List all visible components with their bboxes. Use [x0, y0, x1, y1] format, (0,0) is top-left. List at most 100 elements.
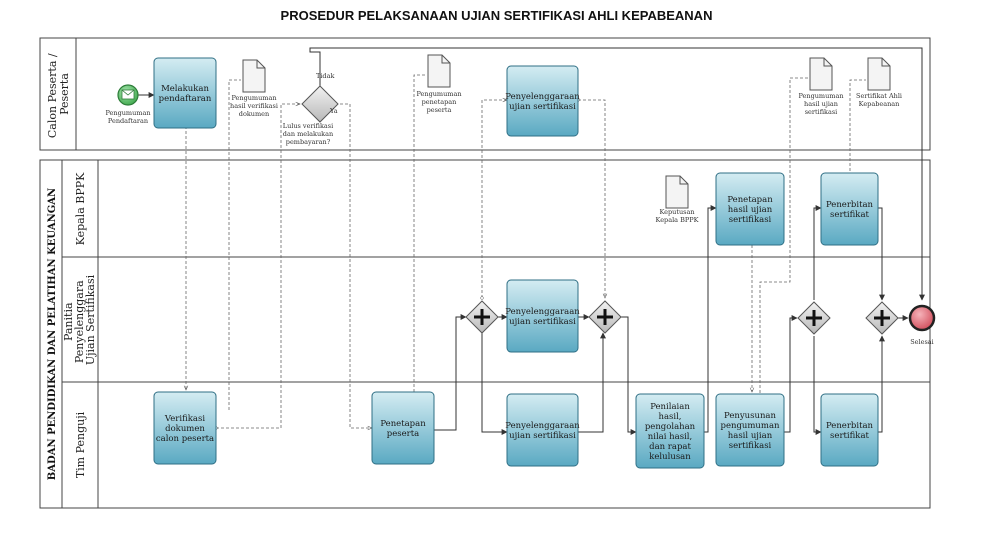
- document-icon: [242, 59, 266, 93]
- lane-label-penguji: Tim Penguji: [74, 411, 87, 478]
- task-label-line: Penetapan: [727, 195, 773, 205]
- task-box: [820, 172, 879, 246]
- parallel-gateway-join-2: [865, 301, 899, 335]
- task-box: [371, 391, 435, 465]
- document-label-line: Sertifikat Ahli: [856, 92, 902, 100]
- document-icon: [867, 57, 891, 91]
- gateway-question-1: Lulus verifikasi: [283, 122, 333, 130]
- task-label-line: Penyusunan: [724, 411, 776, 421]
- start-label-1: Pengumuman: [105, 109, 150, 117]
- msg-penerbitan-doc: [849, 79, 866, 196]
- task-label-line: Penilaian: [650, 402, 690, 412]
- svg-text:Calon Peserta / Peserta: Calon Peserta / Peserta: [46, 50, 71, 138]
- task-box: [506, 393, 579, 467]
- lane-label-panitia-3: Ujian Sertifikasi: [84, 274, 97, 365]
- gateway-lulus: Tidak Ya Lulus verifikasi dan melakukan …: [283, 72, 339, 146]
- end-event-selesai: Selesai: [908, 304, 936, 346]
- task-label-line: dokumen: [165, 424, 205, 434]
- gateway-no-label: Tidak: [316, 72, 334, 80]
- lane-label-panitia-2: Penyelenggara: [73, 280, 86, 363]
- document-icon: [809, 57, 833, 91]
- plus-icon: [597, 309, 613, 325]
- start-label-2: Pendaftaran: [108, 117, 148, 125]
- flow-tidak-selesai: [309, 47, 925, 301]
- gateway-question-2: dan melakukan: [283, 130, 333, 138]
- message-flows: [186, 74, 866, 428]
- end-label: Selesai: [910, 338, 934, 346]
- parallel-gateway-join: [588, 300, 622, 334]
- task-label-line: Penyelenggaraan: [505, 92, 580, 102]
- task-box: [506, 65, 579, 137]
- document-label-line: sertifikasi: [805, 108, 838, 116]
- parallel-gateway-split-2: [797, 301, 831, 335]
- sequence-flows: [138, 47, 925, 435]
- task-label-line: calon peserta: [156, 434, 214, 444]
- plus-icon: [806, 310, 822, 326]
- tasks: MelakukanpendaftaranVerifikasidokumencal…: [153, 57, 879, 469]
- document-icon: [427, 54, 451, 88]
- msg-verifikasi-gateway: [216, 104, 300, 428]
- task-label-line: pengumuman: [721, 421, 781, 431]
- lane-label-kepala: Kepala BPPK: [74, 172, 87, 245]
- document-icon: [665, 175, 689, 209]
- msg-gw-peny-top: [482, 100, 507, 298]
- task-label-line: kelulusan: [649, 452, 691, 462]
- document-label-line: hasil verifikasi: [230, 102, 278, 110]
- document-label-line: Pengumuman: [231, 94, 276, 102]
- task-box: [715, 172, 785, 246]
- plus-icon: [874, 310, 890, 326]
- task-label-line: ujian sertifikasi: [509, 102, 576, 112]
- gateway-question-3: pembayaran?: [286, 138, 331, 146]
- parallel-gateways: [465, 300, 899, 335]
- document-label-line: peserta: [427, 106, 452, 114]
- task-box: [635, 393, 705, 469]
- lane-label-panitia-1: Panitia: [62, 302, 75, 341]
- task-box: [153, 57, 217, 129]
- msg-penetapan-doc: [413, 74, 426, 392]
- document-label-line: Pengumuman: [798, 92, 843, 100]
- task-label-line: Verifikasi: [164, 414, 205, 424]
- task-label-line: sertifikat: [830, 210, 869, 220]
- pool-label-bppk: BADAN PENDIDIKAN DAN PELATIHAN KEUANGAN: [47, 188, 58, 480]
- document-label-line: hasil ujian: [804, 100, 838, 108]
- task-label-line: pengolahan: [645, 422, 696, 432]
- msg-penyusunan-doc: [759, 77, 808, 403]
- pool-label-calon-line2: Peserta: [58, 73, 71, 115]
- diagram-title: PROSEDUR PELAKSANAAN UJIAN SERTIFIKASI A…: [280, 8, 713, 23]
- task-label-line: peserta: [387, 429, 419, 439]
- task-box: [506, 279, 579, 353]
- task-box: [153, 391, 217, 465]
- task-label-line: hasil ujian: [728, 431, 773, 441]
- msg-gateway-penetapan: [335, 103, 372, 428]
- document-label-line: Kepabeanan: [859, 100, 900, 108]
- task-label-line: hasil,: [658, 412, 681, 422]
- start-event-pengumuman: Pengumuman Pendaftaran: [105, 84, 151, 125]
- task-label-line: sertifikasi: [729, 441, 772, 451]
- task-label-line: Penyelenggaraan: [505, 307, 580, 317]
- document-label-line: Pengumuman: [416, 90, 461, 98]
- msg-peny-top-gw: [578, 100, 605, 298]
- task-label-line: Penetapan: [380, 419, 426, 429]
- pool-label-calon-line1: Calon Peserta /: [46, 53, 59, 138]
- plus-icon: [474, 309, 490, 325]
- document-label-line: dokumen: [239, 110, 269, 118]
- task-label-line: pendaftaran: [159, 94, 212, 104]
- parallel-gateway-split: [465, 300, 499, 334]
- msg-verifikasi-doc: [228, 79, 241, 410]
- task-label-line: Penerbitan: [826, 200, 874, 210]
